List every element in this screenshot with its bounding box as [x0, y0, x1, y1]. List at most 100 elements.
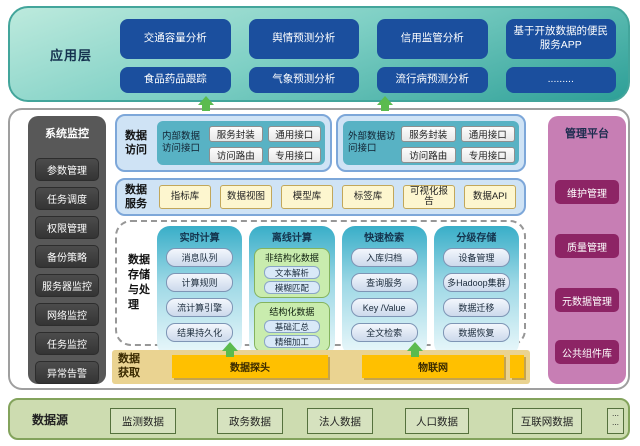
group-structured-title: 结构化数据	[269, 307, 315, 317]
data-source-label: 数据源	[32, 412, 69, 427]
data-acquisition-bar: 数据获取 数据探头 物联网	[112, 350, 530, 384]
pill-message-queue: 消息队列	[166, 248, 234, 267]
pill-text-parsing: 文本解析	[264, 266, 320, 279]
col-realtime-title: 实时计算	[179, 233, 220, 244]
up-arrow-icon	[198, 96, 214, 111]
btn-model-lib: 模型库	[281, 185, 333, 209]
btn-dedicated-if-internal: 专用接口	[267, 147, 321, 163]
management-platform-panel: 管理平台 维护管理 质量管理 元数据管理 公共组件库	[548, 116, 626, 384]
btn-service-wrap-internal: 服务封装	[209, 126, 263, 142]
btn-indicator-lib: 指标库	[159, 185, 211, 209]
acq-box-data-probe: 数据探头	[172, 355, 328, 378]
acq-bar-decoration	[510, 355, 524, 378]
data-source-bar: 数据源 监测数据 政务数据 法人数据 人口数据 互联网数据 ⋯ ⋯	[8, 398, 630, 440]
app-box-weather: 气象预测分析	[248, 66, 359, 93]
management-platform-title: 管理平台	[565, 128, 609, 140]
src-item-internet: 互联网数据	[512, 408, 582, 434]
data-storage-label: 数据存储与处理	[128, 254, 150, 311]
col-offline-title: 离线计算	[271, 233, 312, 244]
pill-key-value: Key /Value	[350, 298, 418, 317]
system-monitor-title: 系统监控	[45, 128, 89, 140]
mgmt-item-components: 公共组件库	[555, 340, 619, 364]
btn-generic-if-external: 通用接口	[460, 126, 515, 142]
pill-basic-aggregation: 基础汇总	[264, 320, 320, 333]
internal-access-title: 内部数据访问接口	[162, 130, 201, 154]
mgmt-item-metadata: 元数据管理	[555, 288, 619, 312]
col-fast-retrieval: 快速检索 入库归档 查询服务 Key /Value 全文检索	[341, 226, 427, 356]
btn-generic-if-internal: 通用接口	[267, 126, 321, 142]
data-service-label: 数据服务	[125, 183, 147, 210]
group-unstructured-data: 非结构化数据 文本解析 模糊匹配	[254, 248, 330, 298]
up-arrow-icon	[407, 342, 423, 357]
app-box-more: .........	[505, 66, 616, 93]
src-item-government: 政务数据	[217, 408, 283, 434]
pill-archive-loading: 入库归档	[350, 248, 418, 267]
sys-item-permissions: 权限管理	[35, 216, 99, 239]
up-arrow-icon	[222, 342, 238, 357]
app-box-traffic: 交通容量分析	[120, 19, 231, 59]
col-tiered-storage-title: 分级存储	[456, 233, 497, 244]
sys-item-server-monitor: 服务器监控	[35, 274, 99, 297]
pill-data-migration: 数据迁移	[442, 298, 510, 317]
sys-item-params: 参数管理	[35, 158, 99, 181]
app-box-opinion: 舆情预测分析	[248, 19, 359, 59]
system-monitor-panel: 系统监控 参数管理 任务调度 权限管理 备份策略 服务器监控 网络监控 任务监控…	[28, 116, 106, 384]
pill-result-persistence: 结果持久化	[166, 323, 234, 342]
pill-device-mgmt: 设备管理	[442, 248, 510, 267]
col-fast-retrieval-title: 快速检索	[364, 233, 405, 244]
sys-item-network-monitor: 网络监控	[35, 303, 99, 326]
application-grid: 交通容量分析 舆情预测分析 信用监管分析 基于开放数据的便民服务APP 食品药品…	[120, 19, 616, 93]
acq-box-iot: 物联网	[362, 355, 504, 378]
internal-access-group: 内部数据访问接口 服务封装 通用接口 访问路由 专用接口	[157, 121, 325, 165]
up-arrow-icon	[377, 96, 393, 111]
btn-data-view: 数据视图	[220, 185, 272, 209]
src-item-legal-entity: 法人数据	[307, 408, 373, 434]
btn-dedicated-if-external: 专用接口	[460, 147, 515, 163]
btn-tag-lib: 标签库	[342, 185, 394, 209]
application-layer-panel: 应用层 交通容量分析 舆情预测分析 信用监管分析 基于开放数据的便民服务APP …	[8, 6, 630, 102]
pill-query-service: 查询服务	[350, 273, 418, 292]
external-access-group: 外部数据访问接口 服务封装 通用接口 访问路由 专用接口	[343, 121, 519, 165]
col-offline-computing: 离线计算 非结构化数据 文本解析 模糊匹配 结构化数据 基础汇总 精细加工	[249, 226, 335, 356]
src-item-monitoring: 监测数据	[110, 408, 176, 434]
sys-item-scheduler: 任务调度	[35, 187, 99, 210]
storage-columns: 实时计算 消息队列 计算规则 流计算引擎 结果持久化 离线计算 非结构化数据 文…	[157, 226, 519, 356]
data-storage-panel: 数据存储与处理 实时计算 消息队列 计算规则 流计算引擎 结果持久化 离线计算 …	[115, 220, 526, 356]
app-box-food-drug: 食品药品跟踪	[120, 66, 231, 93]
app-box-open-data-app: 基于开放数据的便民服务APP	[505, 19, 616, 59]
btn-visual-report: 可视化报告	[403, 185, 455, 209]
btn-service-wrap-external: 服务封装	[401, 126, 456, 142]
application-layer-label: 应用层	[50, 47, 93, 63]
btn-data-api: 数据API	[464, 185, 516, 209]
mgmt-item-quality: 质量管理	[555, 234, 619, 258]
data-service-buttons: 指标库 数据视图 模型库 标签库 可视化报告 数据API	[159, 185, 516, 209]
pill-compute-rules: 计算规则	[166, 273, 234, 292]
data-access-panel-internal: 数据访问 内部数据访问接口 服务封装 通用接口 访问路由 专用接口	[115, 114, 332, 172]
col-realtime-computing: 实时计算 消息队列 计算规则 流计算引擎 结果持久化	[157, 226, 243, 356]
external-access-buttons: 服务封装 通用接口 访问路由 专用接口	[401, 126, 515, 163]
group-structured-data: 结构化数据 基础汇总 精细加工	[254, 302, 330, 352]
data-access-panel-external: 外部数据访问接口 服务封装 通用接口 访问路由 专用接口	[336, 114, 526, 172]
pill-fulltext-search: 全文检索	[350, 323, 418, 342]
btn-access-route-internal: 访问路由	[209, 147, 263, 163]
data-service-panel: 数据服务 指标库 数据视图 模型库 标签库 可视化报告 数据API	[115, 178, 526, 216]
sys-item-task-monitor: 任务监控	[35, 332, 99, 355]
external-access-title: 外部数据访问接口	[348, 130, 396, 154]
internal-access-buttons: 服务封装 通用接口 访问路由 专用接口	[209, 126, 321, 163]
app-box-credit: 信用监管分析	[377, 19, 488, 59]
data-access-label: 数据访问	[125, 129, 147, 156]
col-tiered-storage: 分级存储 设备管理 多Hadoop集群 数据迁移 数据恢复	[433, 226, 519, 356]
sys-item-alerts: 异常告警	[35, 361, 99, 384]
pill-fine-processing: 精细加工	[264, 335, 320, 348]
pill-data-recovery: 数据恢复	[442, 323, 510, 342]
pill-multi-hadoop: 多Hadoop集群	[442, 273, 510, 292]
pill-fuzzy-matching: 模糊匹配	[264, 281, 320, 294]
btn-access-route-external: 访问路由	[401, 147, 456, 163]
src-item-more: ⋯ ⋯	[607, 408, 624, 434]
data-acquisition-label: 数据获取	[118, 353, 140, 379]
app-box-epidemic: 流行病预测分析	[377, 66, 488, 93]
src-item-population: 人口数据	[405, 408, 469, 434]
mgmt-item-maintenance: 维护管理	[555, 180, 619, 204]
group-unstructured-title: 非结构化数据	[264, 253, 319, 263]
